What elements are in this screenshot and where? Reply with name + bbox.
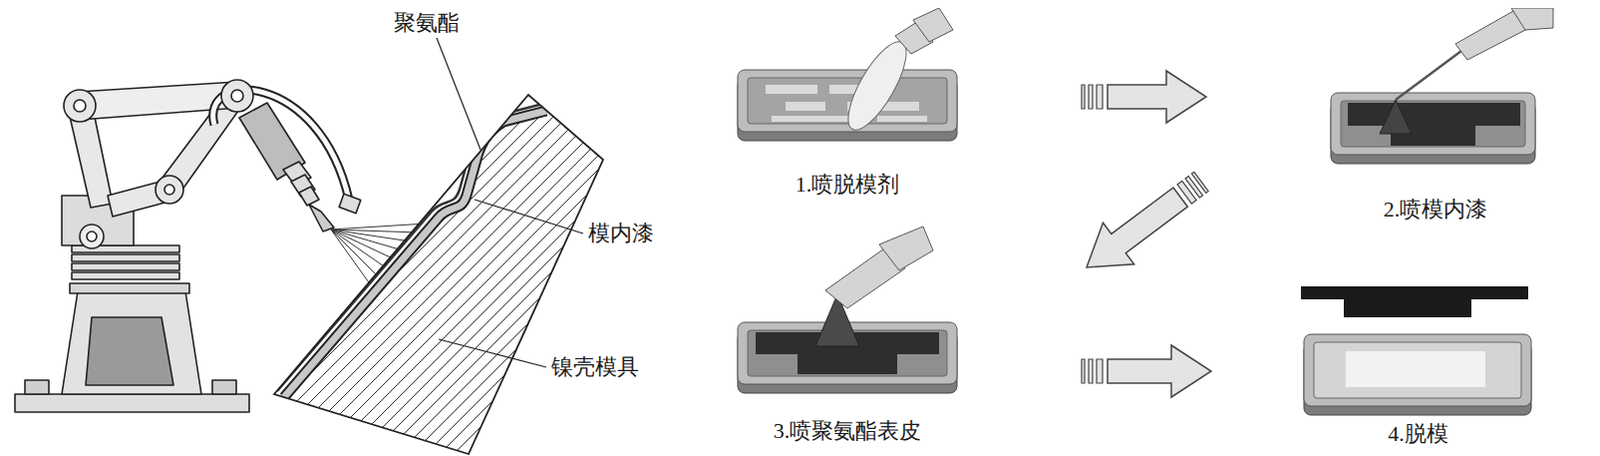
flow-arrow bbox=[1081, 70, 1207, 123]
block-arrow bbox=[1107, 344, 1212, 397]
step-caption: 3.喷聚氨酯表皮 bbox=[727, 417, 967, 444]
mold-picture bbox=[1295, 279, 1541, 419]
process-step: 2.喷模内漆 bbox=[1315, 7, 1556, 223]
mold-outline bbox=[274, 94, 604, 454]
arrow-tail-stripe bbox=[1096, 358, 1103, 383]
process-step: 4.脱模 bbox=[1295, 279, 1541, 447]
mold-section bbox=[274, 94, 604, 454]
part-label: 聚氨酯 bbox=[393, 9, 460, 36]
mold-picture bbox=[727, 224, 967, 404]
process-step: 1.喷脱模剂 bbox=[727, 7, 967, 198]
arrow-tail-stripe bbox=[1088, 84, 1093, 109]
step-caption: 1.喷脱模剂 bbox=[727, 171, 967, 198]
arrow-tail-stripe bbox=[1081, 84, 1085, 109]
arrow-tail-stripe bbox=[1081, 358, 1085, 383]
step-caption: 4.脱模 bbox=[1295, 420, 1541, 447]
step-caption: 2.喷模内漆 bbox=[1315, 196, 1556, 223]
block-arrow bbox=[1086, 187, 1188, 268]
arrow-tail-stripe bbox=[1088, 358, 1093, 383]
mold-picture bbox=[1315, 7, 1556, 183]
part-label: 模内漆 bbox=[588, 220, 654, 247]
leader-lines bbox=[436, 37, 584, 367]
process-step: 3.喷聚氨酯表皮 bbox=[727, 224, 967, 444]
flow-arrow bbox=[1086, 171, 1209, 268]
flow-arrow bbox=[1081, 344, 1212, 397]
part-label: 镍壳模具 bbox=[551, 353, 640, 380]
block-arrow bbox=[1107, 70, 1207, 123]
arrow-tail-stripe bbox=[1096, 84, 1103, 109]
mold-picture bbox=[727, 7, 967, 158]
